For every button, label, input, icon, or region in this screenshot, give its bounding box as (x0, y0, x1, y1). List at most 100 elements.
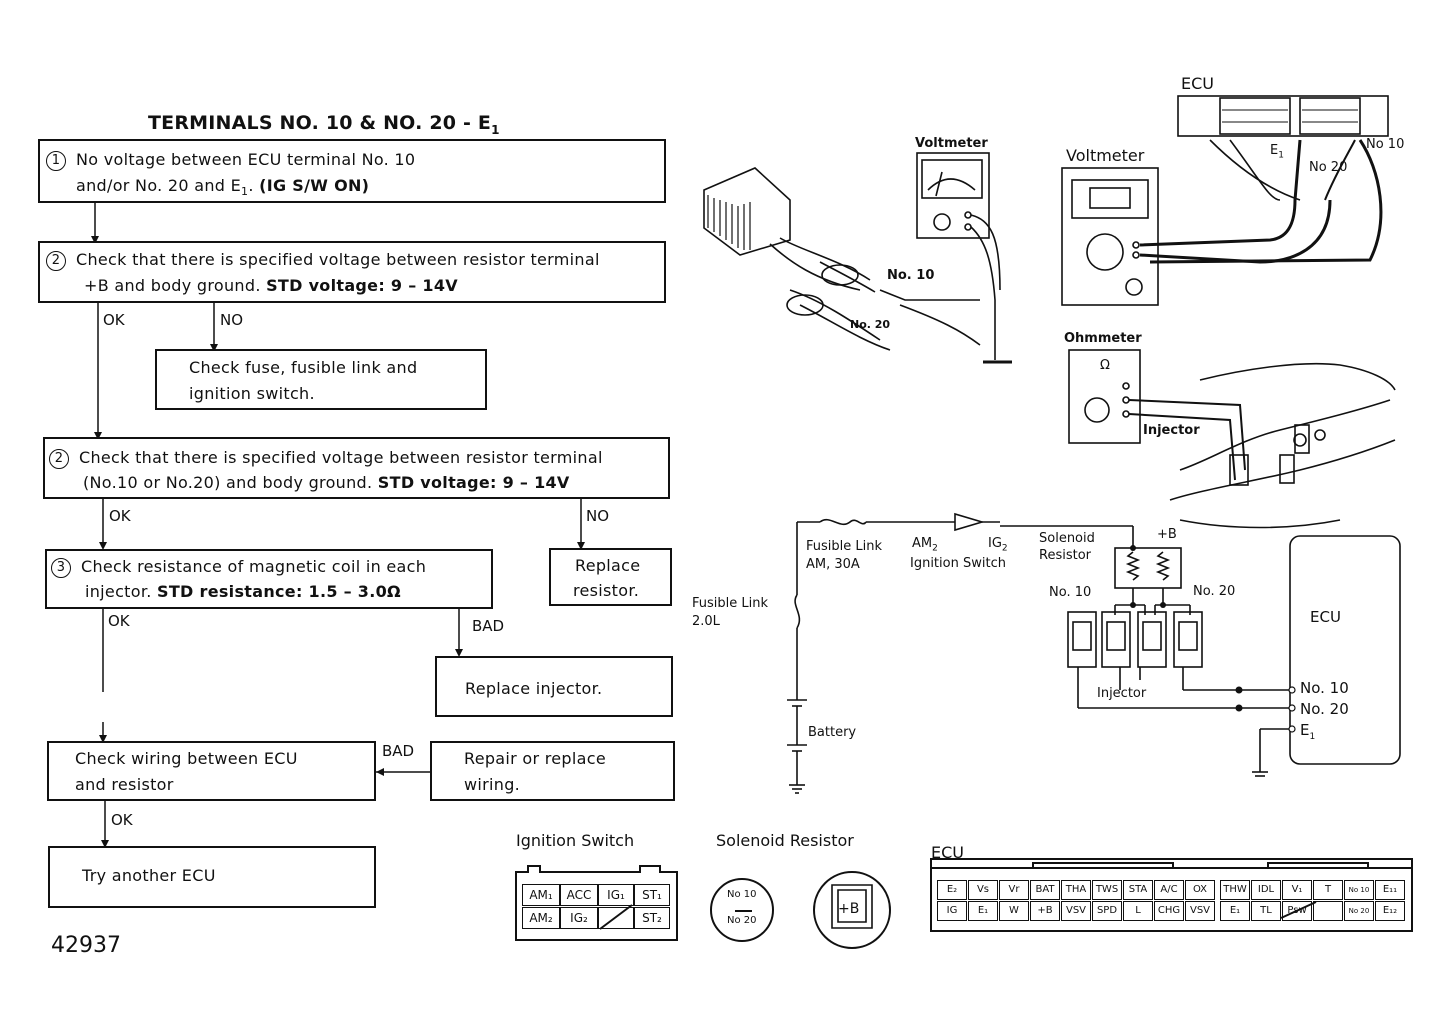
circuit-ecu-label: ECU (1310, 608, 1341, 626)
step2b-number: 2 (49, 448, 69, 469)
ignition-switch-label: Ignition Switch (910, 556, 1006, 571)
ignition-switch-pin: ST₁ (634, 884, 670, 906)
bad-label-2: BAD (382, 742, 415, 760)
ecu-e1-label: E1 (1270, 143, 1284, 161)
ecu-connector-pin: E₁₂ (1375, 901, 1405, 921)
replace-injector-text: Replace injector. (465, 679, 603, 698)
resistor-label: Resistor (1039, 548, 1091, 563)
step2b-line1: Check that there is specified voltage be… (79, 448, 603, 467)
circuit-ecu-no10-label: No. 10 (1300, 679, 1349, 697)
step2b-box: 2 Check that there is specified voltage b… (43, 437, 670, 499)
bad-label-1: BAD (472, 617, 505, 635)
ecu-connector-pin: OX (1185, 880, 1215, 900)
step3-std-resistance: STD resistance: 1.5 – 3.0Ω (157, 582, 401, 601)
no-label-1: NO (220, 311, 244, 329)
step1-line2: and/or No. 20 and E (76, 176, 242, 195)
ecu-connector-pin: VSV (1185, 901, 1215, 921)
step1-line1: No voltage between ECU terminal No. 10 (76, 150, 416, 169)
no-label-2: NO (586, 507, 610, 525)
solenoid-plus-b-label: +B (838, 901, 860, 917)
solenoid-label: Solenoid (1039, 531, 1095, 546)
ecu-connector-pin: E₁₁ (1375, 880, 1405, 900)
circuit-ecu-e1-text: E (1300, 721, 1310, 739)
voltmeter1-label: Voltmeter (915, 136, 988, 151)
ecu-terminal-no10-label: No 10 (1366, 137, 1405, 152)
ig2-label: IG2 (988, 536, 1008, 554)
plus-b-label: +B (1157, 527, 1177, 542)
ecu-connector-pin: Psw (1282, 901, 1312, 921)
step1-number: 1 (46, 150, 66, 171)
ecu-e1-text: E (1270, 143, 1279, 158)
solenoid-no20-label: No 20 (727, 915, 757, 926)
ignition-switch-pin: IG₁ (598, 884, 634, 906)
battery-label: Battery (808, 725, 857, 740)
check-fuse-line2: ignition switch. (189, 384, 315, 403)
ok-label-1: OK (103, 311, 125, 329)
step2b-line2: (No.10 or No.20) and body ground. (83, 473, 378, 492)
check-wiring-line1: Check wiring between ECU (75, 749, 298, 768)
ignition-switch-pin: AM₂ (522, 907, 560, 929)
ignition-switch-pin: ACC (560, 884, 598, 906)
injector-label: Injector (1097, 686, 1147, 701)
circuit-ecu-no20-label: No. 20 (1300, 700, 1349, 718)
ignition-switch-pin: AM₁ (522, 884, 560, 906)
step1-ig-switch: (IG S/W ON) (259, 176, 370, 195)
am2-label: AM2 (912, 536, 938, 554)
ohm-symbol: Ω (1100, 358, 1110, 373)
step1-e1-subscript: 1 (241, 185, 249, 199)
circuit-no10-label: No. 10 (1049, 585, 1092, 600)
ecu-connector-pin: E₂ (937, 880, 967, 900)
fusible-link-am-label: Fusible Link (806, 539, 883, 554)
check-wiring-line2: and resistor (75, 775, 174, 794)
try-another-ecu-text: Try another ECU (82, 866, 216, 885)
ecu-connector-pin: TWS (1092, 880, 1122, 900)
ecu-connector-pin: CHG (1154, 901, 1184, 921)
ecu-connector-pin (1313, 901, 1343, 921)
ecu-connector-pin: TL (1251, 901, 1281, 921)
step1-line2-period: . (248, 176, 260, 195)
check-fuse-box: Check fuse, fusible link and ignition sw… (155, 349, 487, 410)
ecu-connector-pin: E₁ (968, 901, 998, 921)
step2b-std-voltage: STD voltage: 9 – 14V (377, 473, 570, 492)
step2a-line2: +B and body ground. (84, 276, 267, 295)
ignition-switch-pin (598, 907, 634, 929)
step3-number: 3 (51, 557, 71, 578)
repair-wiring-box: Repair or replace wiring. (430, 741, 675, 801)
ecu-connector-pin: VSV (1061, 901, 1091, 921)
solenoid-resistor-connector-title: Solenoid Resistor (716, 831, 854, 850)
title-text: TERMINALS NO. 10 & NO. 20 - E (148, 112, 492, 134)
ok-label-3: OK (108, 612, 130, 630)
ecu-connector-pin: SPD (1092, 901, 1122, 921)
ecu-e1-subscript: 1 (1278, 150, 1284, 161)
ecu-connector-pin: Vs (968, 880, 998, 900)
ignition-switch-connector-title: Ignition Switch (516, 831, 635, 850)
ig2-subscript: 2 (1001, 543, 1008, 554)
fusible-link-label: Fusible Link (692, 596, 769, 611)
ok-label-4: OK (111, 811, 133, 829)
voltmeter2-label: Voltmeter (1066, 146, 1145, 165)
ecu-connector-pin: THW (1220, 880, 1250, 900)
ecu-top-label: ECU (1181, 74, 1214, 93)
lead-no20-label: No. 20 (850, 318, 891, 331)
solenoid-no10-label: No 10 (727, 889, 757, 900)
ecu-connector-pin: +B (1030, 901, 1060, 921)
ecu-connector-pin: T (1313, 880, 1343, 900)
fusible-link-2l-label: 2.0L (692, 614, 720, 629)
step3-line2: injector. (85, 582, 158, 601)
flowchart-title: TERMINALS NO. 10 & NO. 20 - E1 (148, 112, 500, 137)
ecu-connector-pin: L (1123, 901, 1153, 921)
ig2-text: IG (988, 536, 1002, 551)
ecu-connector-pin: Vr (999, 880, 1029, 900)
ok-label-2: OK (109, 507, 131, 525)
ignition-switch-pin: IG₂ (560, 907, 598, 929)
step2a-std-voltage: STD voltage: 9 – 14V (266, 276, 458, 295)
